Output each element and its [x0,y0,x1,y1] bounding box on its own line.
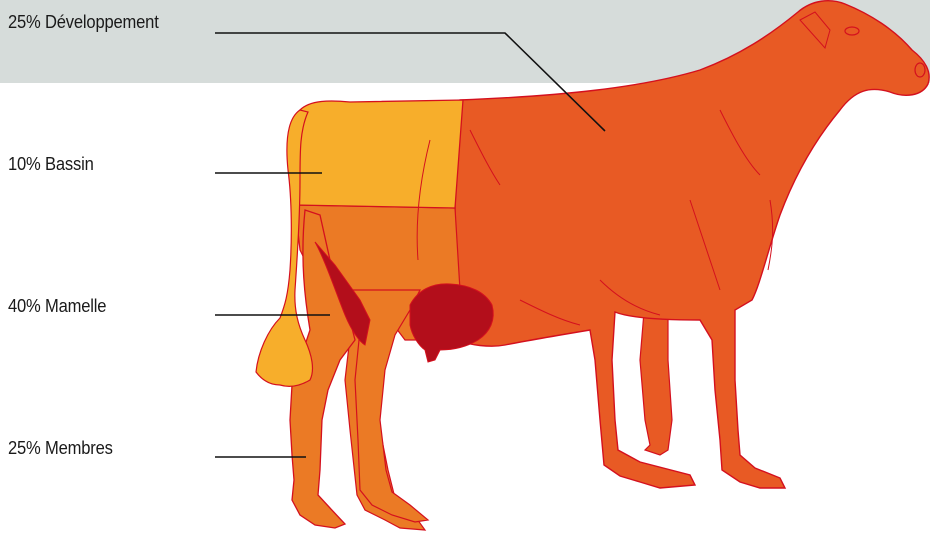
label-membres: 25% Membres [8,438,113,459]
label-developpement: 25% Développement [8,12,159,33]
label-mamelle: 40% Mamelle [8,296,106,317]
label-bassin: 10% Bassin [8,154,94,175]
leader-line-developpement [215,33,605,131]
